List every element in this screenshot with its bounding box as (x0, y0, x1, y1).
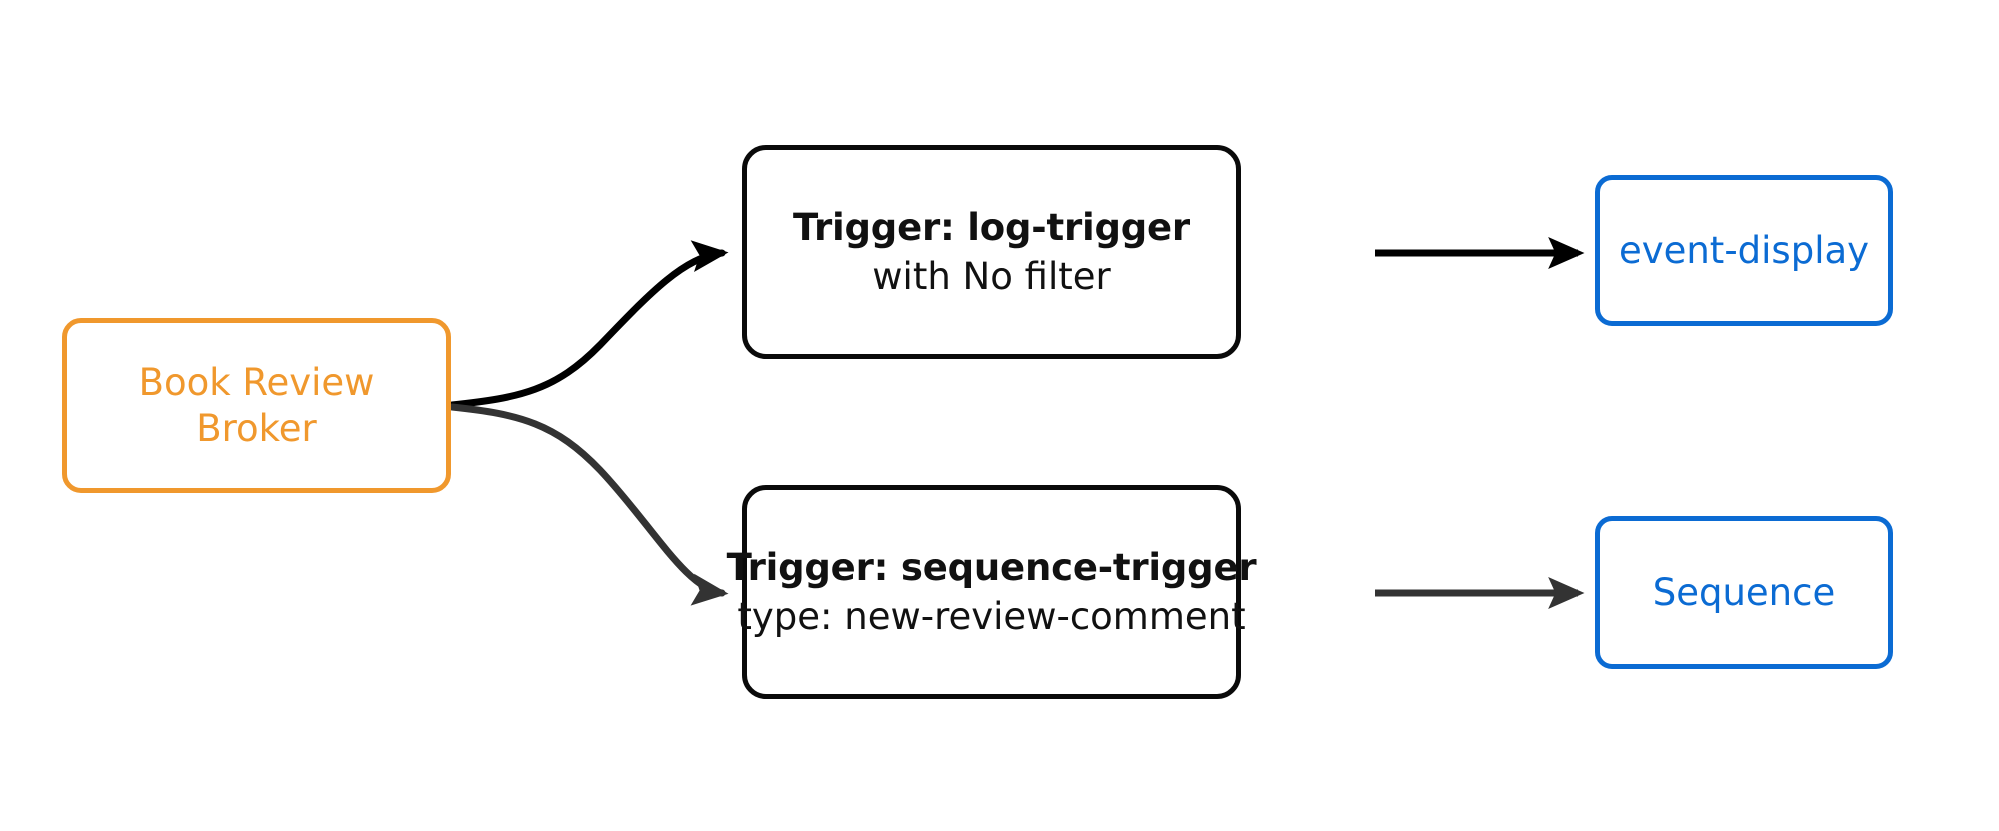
node-trigger-sequence-trigger[interactable]: Trigger: sequence-trigger type: new-revi… (727, 485, 1257, 699)
trigger-sequence-subtitle: type: new-review-comment (737, 595, 1246, 638)
sink-sequence-label: Sequence (1652, 570, 1836, 614)
trigger-log-title: Trigger: log-trigger (793, 205, 1190, 249)
broker-label-line-2: Broker (196, 406, 317, 450)
edge-broker-to-log-trigger (448, 240, 729, 409)
trigger-sequence-title: Trigger: sequence-trigger (726, 545, 1257, 589)
node-trigger-log-trigger[interactable]: Trigger: log-trigger with No filter (742, 145, 1241, 359)
node-sink-sequence[interactable]: Sequence (1595, 516, 1893, 669)
broker-label-line-1: Book Review (138, 361, 375, 405)
trigger-log-subtitle: with No filter (872, 255, 1111, 298)
edge-broker-to-sequence-trigger (448, 403, 729, 606)
node-book-review-broker[interactable]: Book Review Broker (62, 318, 451, 493)
sink-event-display-label: event-display (1618, 228, 1870, 272)
node-sink-event-display[interactable]: event-display (1595, 175, 1893, 326)
